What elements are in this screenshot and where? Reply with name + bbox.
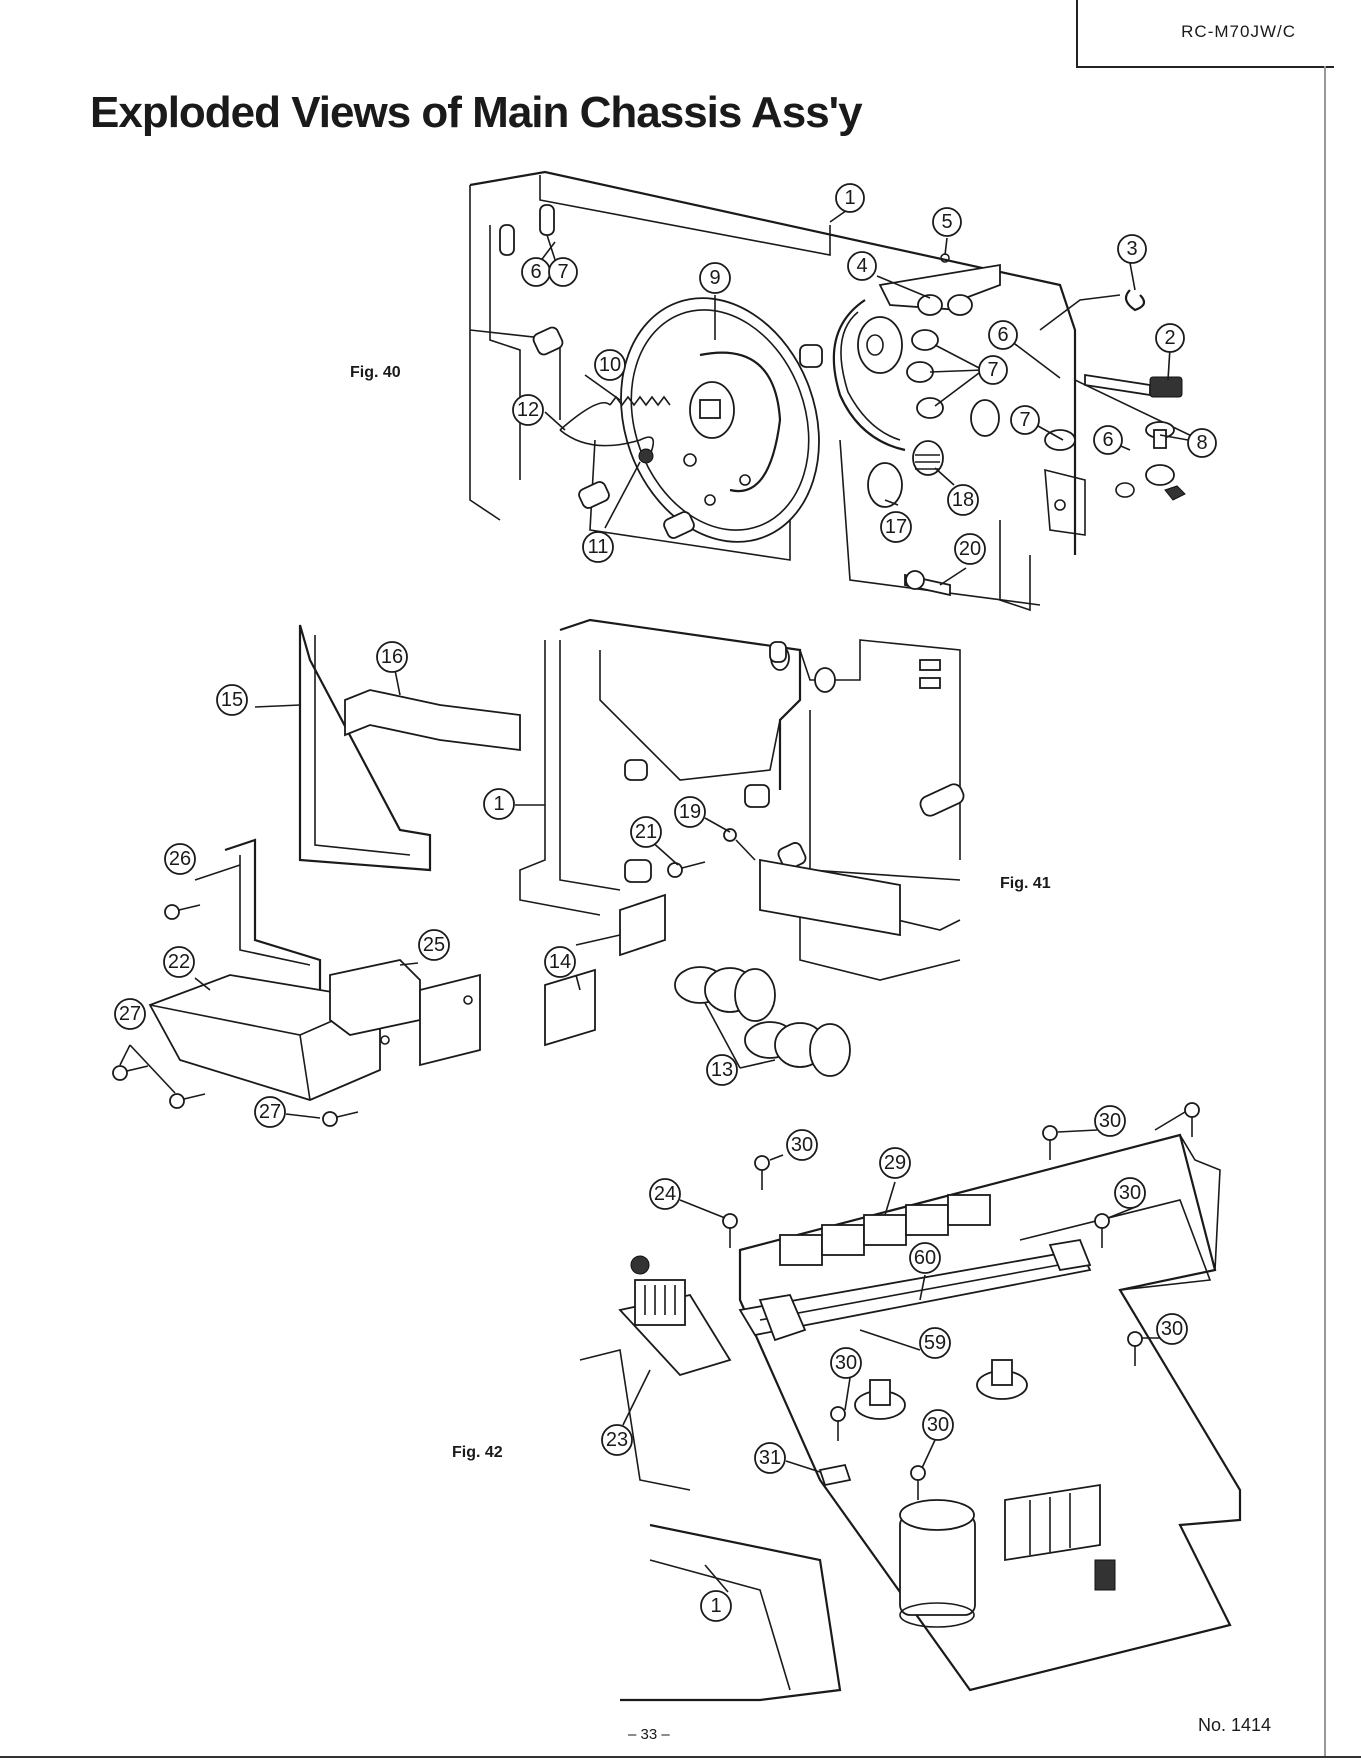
svg-text:6: 6 — [1102, 429, 1113, 451]
svg-text:30: 30 — [1119, 1182, 1141, 1204]
callout-1: 1 — [701, 1591, 731, 1621]
svg-text:22: 22 — [168, 951, 190, 973]
callout-13: 13 — [707, 1055, 737, 1085]
svg-text:16: 16 — [381, 646, 403, 668]
svg-text:6: 6 — [530, 261, 541, 283]
callout-31: 31 — [755, 1443, 785, 1473]
callout-26: 26 — [165, 844, 195, 874]
svg-text:11: 11 — [588, 536, 609, 558]
callout-27: 27 — [255, 1097, 285, 1127]
svg-text:26: 26 — [169, 848, 191, 870]
svg-text:30: 30 — [1161, 1318, 1183, 1340]
svg-text:1: 1 — [710, 1595, 721, 1617]
callout-18: 18 — [948, 485, 978, 515]
callout-17: 17 — [881, 512, 911, 542]
callout-15: 15 — [217, 685, 247, 715]
callout-30: 30 — [1095, 1106, 1125, 1136]
callout-59: 59 — [920, 1328, 950, 1358]
svg-text:19: 19 — [679, 801, 701, 823]
svg-text:10: 10 — [599, 354, 621, 376]
svg-text:30: 30 — [927, 1414, 949, 1436]
svg-text:27: 27 — [119, 1003, 141, 1025]
svg-text:21: 21 — [635, 821, 657, 843]
svg-text:1: 1 — [493, 793, 504, 815]
svg-text:12: 12 — [517, 399, 539, 421]
callout-21: 21 — [631, 817, 661, 847]
callout-3: 3 — [1118, 235, 1146, 263]
page-number: – 33 – — [628, 1726, 670, 1743]
spring-coils — [675, 967, 850, 1076]
svg-text:13: 13 — [711, 1059, 733, 1081]
callout-30: 30 — [1115, 1178, 1145, 1208]
svg-text:7: 7 — [1019, 409, 1030, 431]
callout-6: 6 — [989, 321, 1017, 349]
svg-text:7: 7 — [987, 359, 998, 381]
svg-text:30: 30 — [791, 1134, 813, 1156]
callout-16: 16 — [377, 642, 407, 672]
svg-text:15: 15 — [221, 689, 243, 711]
callout-11: 11 — [583, 532, 613, 562]
svg-text:30: 30 — [1099, 1110, 1121, 1132]
svg-text:2: 2 — [1164, 327, 1175, 349]
svg-text:5: 5 — [941, 211, 952, 233]
callout-30: 30 — [787, 1130, 817, 1160]
callout-1: 1 — [484, 789, 514, 819]
screws-fig41 — [113, 829, 755, 1126]
svg-text:17: 17 — [885, 516, 907, 538]
callout-30: 30 — [923, 1410, 953, 1440]
svg-text:6: 6 — [997, 324, 1008, 346]
callout-22: 22 — [164, 947, 194, 977]
callout-14: 14 — [545, 947, 575, 977]
callout-7: 7 — [549, 258, 577, 286]
callout-23: 23 — [602, 1425, 632, 1455]
callout-7: 7 — [979, 356, 1007, 384]
svg-text:4: 4 — [856, 255, 867, 277]
callout-20: 20 — [955, 534, 985, 564]
callout-10: 10 — [595, 350, 625, 380]
document-number: No. 1414 — [1198, 1715, 1271, 1736]
svg-text:18: 18 — [952, 489, 974, 511]
svg-text:24: 24 — [654, 1183, 676, 1205]
svg-text:30: 30 — [835, 1352, 857, 1374]
callout-7: 7 — [1011, 406, 1039, 434]
svg-text:59: 59 — [924, 1332, 946, 1354]
key-caps — [780, 1195, 990, 1265]
svg-text:9: 9 — [709, 267, 720, 289]
svg-text:29: 29 — [884, 1152, 906, 1174]
callout-1: 1 — [836, 184, 864, 212]
svg-text:27: 27 — [259, 1101, 281, 1123]
svg-text:25: 25 — [423, 934, 445, 956]
svg-text:1: 1 — [844, 187, 855, 209]
svg-text:3: 3 — [1126, 238, 1137, 260]
callout-9: 9 — [700, 263, 730, 293]
callout-4: 4 — [848, 252, 876, 280]
svg-text:23: 23 — [606, 1429, 628, 1451]
callout-60: 60 — [910, 1243, 940, 1273]
callout-19: 19 — [675, 797, 705, 827]
callout-27: 27 — [115, 999, 145, 1029]
callout-8: 8 — [1188, 429, 1216, 457]
svg-text:14: 14 — [549, 951, 571, 973]
callout-6: 6 — [522, 258, 550, 286]
svg-text:20: 20 — [959, 538, 981, 560]
callout-6: 6 — [1094, 426, 1122, 454]
svg-text:7: 7 — [557, 261, 568, 283]
svg-text:31: 31 — [759, 1447, 781, 1469]
callout-25: 25 — [419, 930, 449, 960]
callout-30: 30 — [1157, 1314, 1187, 1344]
callout-2: 2 — [1156, 324, 1184, 352]
callout-29: 29 — [880, 1148, 910, 1178]
callout-24: 24 — [650, 1179, 680, 1209]
svg-text:8: 8 — [1196, 432, 1207, 454]
bottom-rule — [0, 1756, 1361, 1758]
svg-text:60: 60 — [914, 1247, 936, 1269]
callout-12: 12 — [513, 395, 543, 425]
callout-30: 30 — [831, 1348, 861, 1378]
fig-40-drawing — [470, 172, 1200, 610]
callout-5: 5 — [933, 208, 961, 236]
